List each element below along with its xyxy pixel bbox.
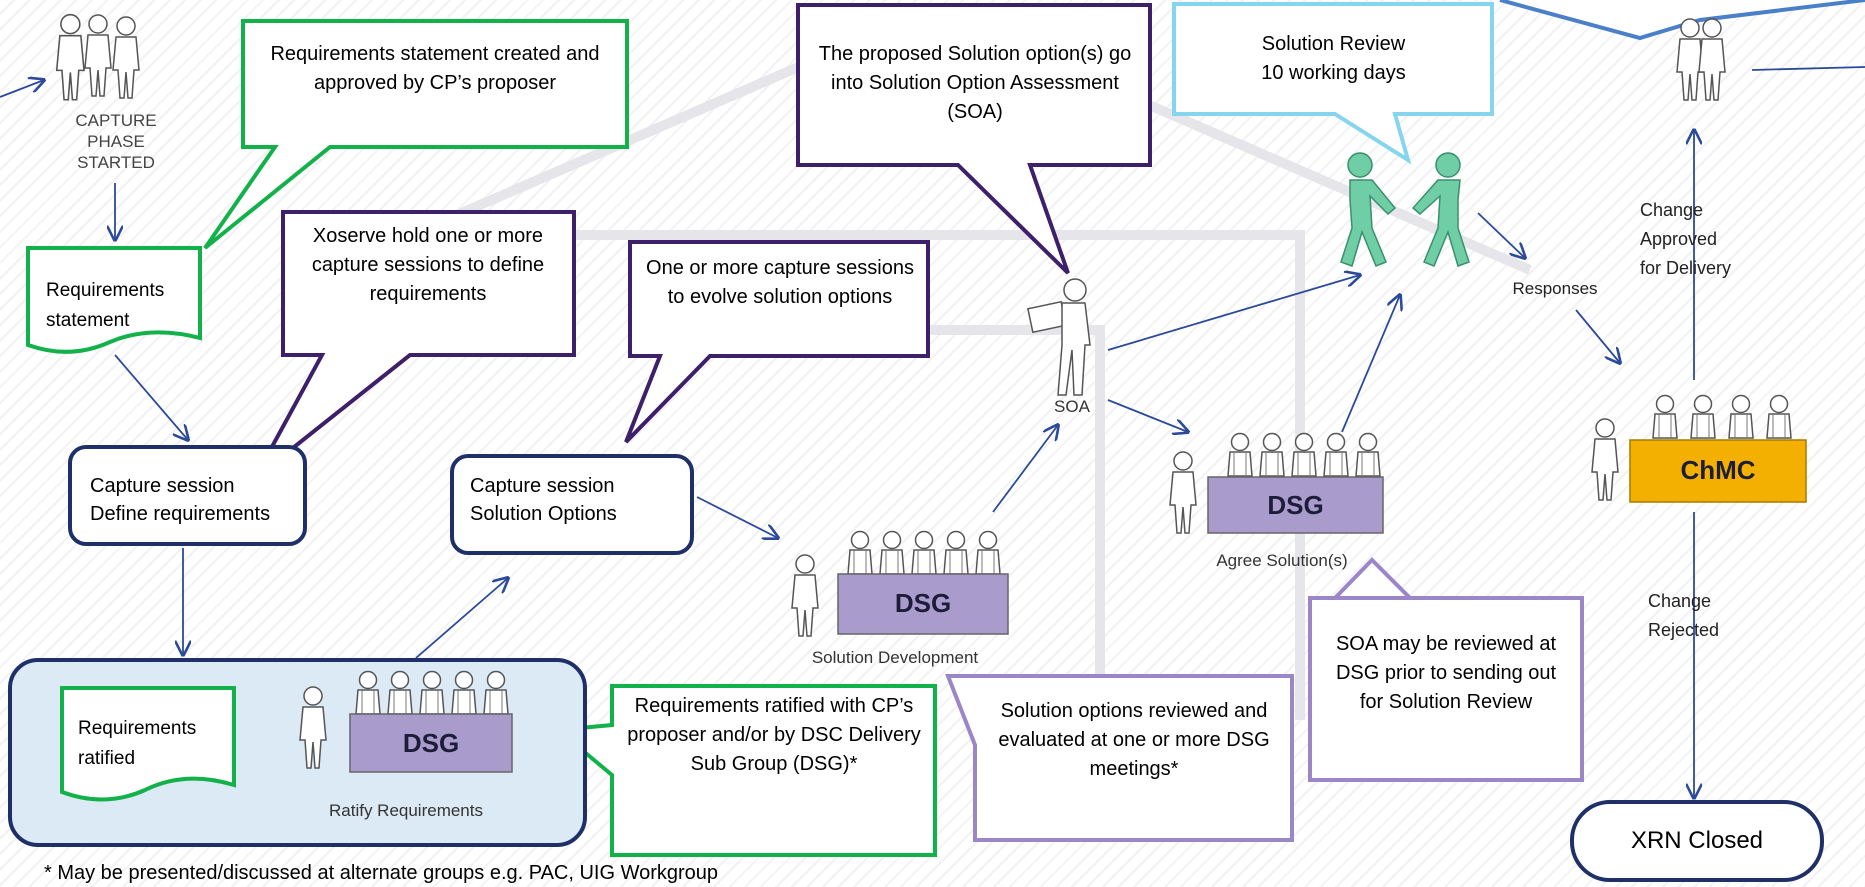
callout-proposed-solution-shape (796, 3, 1152, 275)
xrn-closed-text: XRN Closed (1630, 827, 1764, 854)
callout-req-statement-shape (203, 19, 629, 250)
caption-ratify: Ratify Requirements (328, 801, 483, 820)
callout-capture-options-shape (624, 240, 930, 444)
capture-options-text: Capture session Solution Options (470, 475, 617, 525)
edge-label-responses: Responses (1512, 279, 1598, 298)
callout-solution-review-shape (1172, 2, 1494, 165)
doc-requirements-statement (26, 246, 202, 354)
start-people-icon (55, 13, 140, 101)
dsg-ratify-label: DSG (402, 728, 460, 758)
callout-capture-options-text: One or more capture sessions to evolve s… (646, 257, 914, 308)
caption-soa: SOA (1054, 397, 1090, 416)
start-label: CAPTURE PHASE STARTED (75, 111, 157, 172)
dsg-development-icon (791, 530, 1009, 637)
dsg-agree-label: DSG (1267, 490, 1324, 520)
callout-xoserve-text: Xoserve hold one or more capture session… (311, 225, 545, 305)
doc-requirements-ratified-text: Requirements ratified (78, 718, 197, 769)
handshake-icon (1340, 152, 1470, 267)
doc-requirements-statement-text: Requirements statement (46, 280, 165, 331)
footnote: * May be presented/discussed at alternat… (44, 862, 719, 884)
callout-soa-reviewed-text: SOA may be reviewed at DSG prior to send… (1335, 633, 1557, 713)
caption-solution-development: Solution Development (811, 648, 979, 667)
doc-requirements-ratified (60, 686, 236, 802)
box-capture-options (450, 454, 694, 555)
dsg-development-label: DSG (894, 588, 952, 618)
dsg-agree-icon (1169, 432, 1384, 534)
capture-define-text: Capture session Define requirements (90, 475, 271, 525)
soa-person-icon (1026, 278, 1091, 396)
top-right-people-icon (1676, 18, 1726, 101)
chmc-icon (1591, 394, 1807, 503)
callout-options-reviewed-text: Solution options reviewed and evaluated … (998, 700, 1270, 780)
caption-agree-solutions: Agree Solution(s) (1216, 551, 1348, 570)
chmc-label: ChMC (1680, 455, 1756, 485)
dsg-ratify-icon (299, 670, 513, 773)
callout-proposed-solution-text: The proposed Solution option(s) go into … (818, 43, 1132, 123)
callout-options-reviewed-shape (945, 674, 1294, 842)
callout-solution-review-text: Solution Review 10 working days (1261, 33, 1406, 84)
box-xrn-closed (1570, 800, 1824, 882)
edge-label-change-approved: Change Approved for Delivery (1640, 200, 1732, 278)
callout-xoserve-shape (253, 210, 576, 480)
callout-req-statement-text: Requirements statement created and appro… (270, 43, 600, 94)
offscreen-callout-border (1499, 0, 1865, 41)
callout-soa-reviewed-shape (1308, 557, 1584, 782)
edge-label-change-rejected: Change Rejected (1648, 591, 1720, 640)
flow-arrows (0, 66, 1865, 798)
box-capture-define (68, 445, 307, 546)
callout-req-ratified-with-shape (553, 684, 937, 857)
callout-req-ratified-with-text: Requirements ratified with CP’s proposer… (627, 695, 921, 775)
